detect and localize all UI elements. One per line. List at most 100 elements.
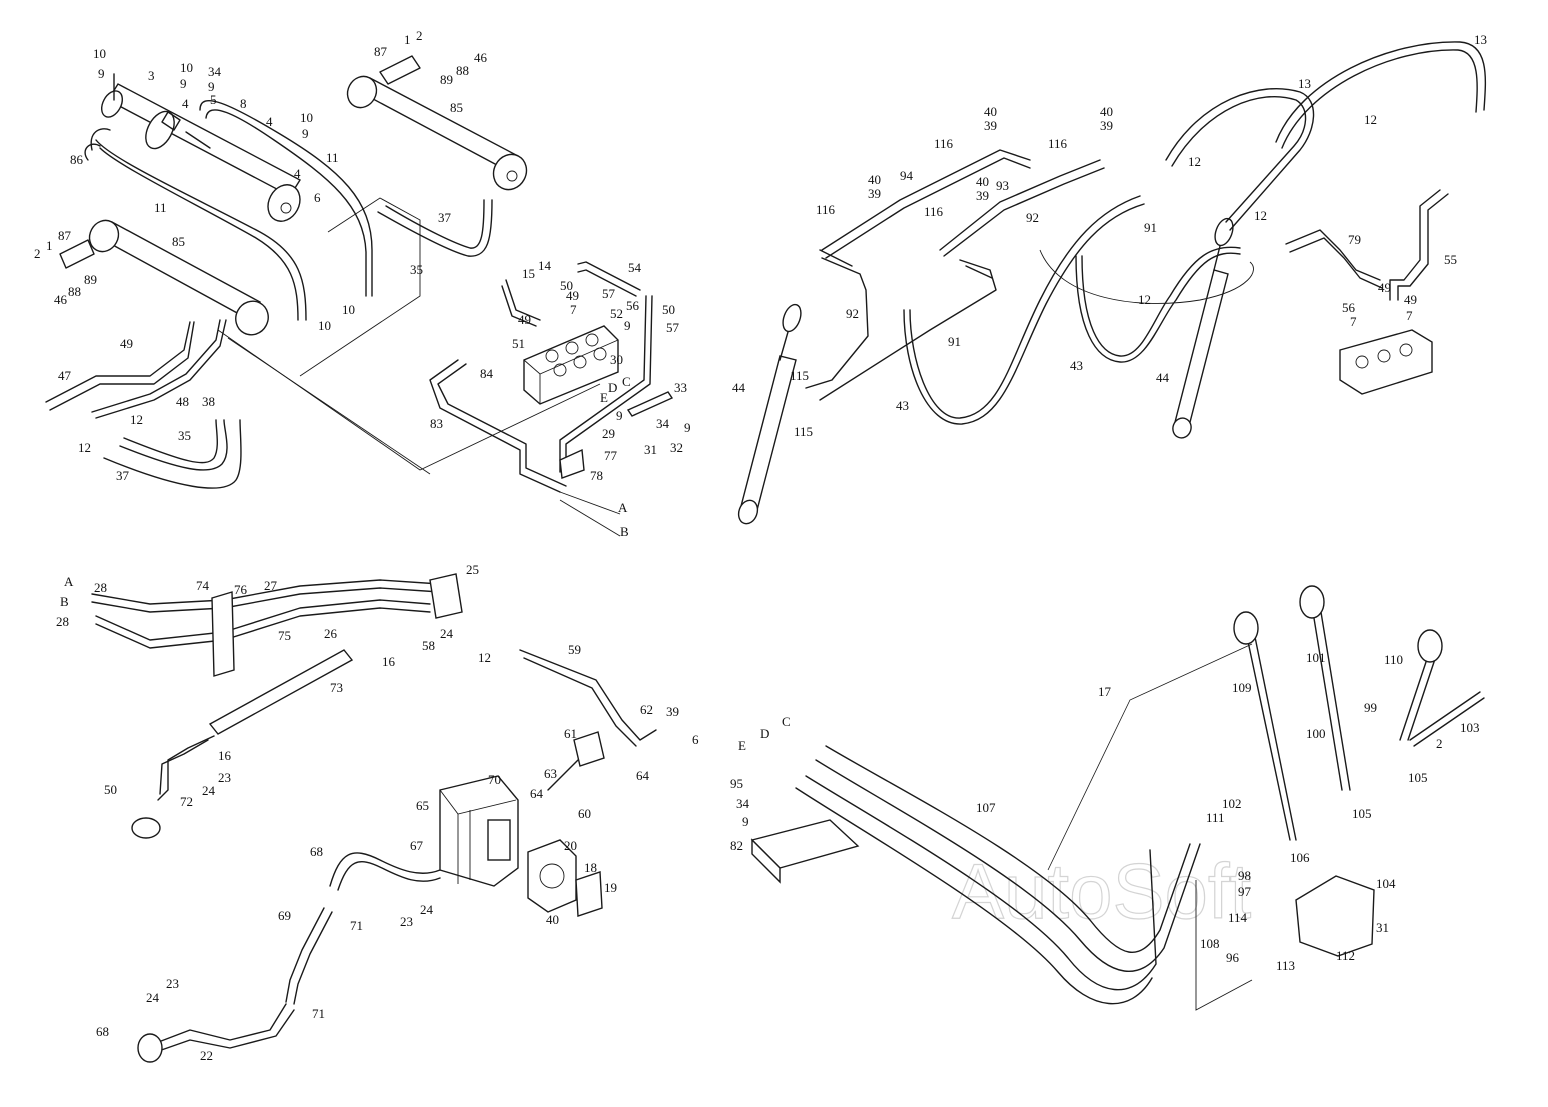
bottom-left-pump-assembly — [91, 573, 657, 1063]
part-label: 27 — [264, 578, 278, 593]
part-label: C — [782, 714, 791, 729]
part-label: 100 — [1306, 726, 1326, 741]
part-label: 79 — [1348, 232, 1361, 247]
part-label: 34 — [208, 64, 222, 79]
part-label: 7 — [570, 302, 577, 317]
part-label: 50 — [560, 278, 573, 293]
part-label: 54 — [628, 260, 642, 275]
part-label: 62 — [640, 702, 653, 717]
part-label: 12 — [78, 440, 91, 455]
part-label: 51 — [512, 336, 525, 351]
part-label: 9 — [180, 76, 187, 91]
part-label: 39 — [976, 188, 989, 203]
part-label: 98 — [1238, 868, 1251, 883]
part-label: 93 — [996, 178, 1009, 193]
part-label: 24 — [202, 783, 216, 798]
part-label: 114 — [1228, 910, 1248, 925]
part-label: 88 — [456, 63, 469, 78]
part-label: 39 — [984, 118, 997, 133]
part-label: 91 — [948, 334, 961, 349]
part-label: 23 — [218, 770, 231, 785]
part-label: 9 — [98, 66, 105, 81]
part-label: 29 — [602, 426, 615, 441]
part-label: 46 — [474, 50, 488, 65]
part-label: 9 — [684, 420, 691, 435]
part-label: 102 — [1222, 796, 1242, 811]
part-label: 77 — [604, 448, 618, 463]
part-label: 49 — [518, 312, 531, 327]
part-label: E — [600, 390, 608, 405]
part-label: 6 — [692, 732, 699, 747]
part-label: 24 — [440, 626, 454, 641]
part-label: 87 — [374, 44, 388, 59]
part-label: 16 — [218, 748, 232, 763]
part-label: 13 — [1474, 32, 1487, 47]
part-label: 59 — [568, 642, 581, 657]
part-label: 52 — [610, 306, 623, 321]
part-label: 10 — [93, 46, 106, 61]
part-label: 31 — [644, 442, 657, 457]
part-label: 68 — [310, 844, 323, 859]
part-label: 40 — [868, 172, 881, 187]
part-label: 116 — [816, 202, 836, 217]
part-label: 4 — [294, 166, 301, 181]
part-label: 22 — [200, 1048, 213, 1063]
part-label: 95 — [730, 776, 743, 791]
part-label: 99 — [1364, 700, 1377, 715]
part-label: 3 — [148, 68, 155, 83]
part-label: 1 — [404, 32, 411, 47]
part-label: B — [60, 594, 69, 609]
part-label: 94 — [900, 168, 914, 183]
part-label: 50 — [662, 302, 675, 317]
part-label: 1 — [46, 238, 53, 253]
part-label: 49 — [566, 288, 579, 303]
part-label: 38 — [202, 394, 215, 409]
part-label: 37 — [116, 468, 130, 483]
part-label: 24 — [146, 990, 160, 1005]
part-label: 2 — [34, 246, 41, 261]
part-label: 7 — [1406, 308, 1413, 323]
watermark: AutoSoft — [952, 847, 1252, 935]
part-label: 83 — [430, 416, 443, 431]
part-label: 112 — [1336, 948, 1355, 963]
part-label: 61 — [564, 726, 577, 741]
part-label: 43 — [896, 398, 909, 413]
part-label: 97 — [1238, 884, 1252, 899]
part-label: E — [738, 738, 746, 753]
part-label: 72 — [180, 794, 193, 809]
part-label: 57 — [602, 286, 616, 301]
part-label: 110 — [1384, 652, 1403, 667]
part-label: 67 — [410, 838, 424, 853]
part-label: 113 — [1276, 958, 1295, 973]
part-label: 31 — [1376, 920, 1389, 935]
part-label: 10 — [300, 110, 313, 125]
part-label: B — [620, 524, 629, 539]
part-label: 47 — [58, 368, 72, 383]
part-label: 115 — [790, 368, 809, 383]
part-label: 12 — [1254, 208, 1267, 223]
part-label: 35 — [178, 428, 191, 443]
part-label: 13 — [1298, 76, 1311, 91]
part-label: 71 — [350, 918, 363, 933]
part-label: 24 — [420, 902, 434, 917]
part-label: 40 — [1100, 104, 1113, 119]
part-label: 89 — [440, 72, 453, 87]
top-center-cylinder-assembly — [299, 55, 528, 377]
part-label: 10 — [318, 318, 331, 333]
part-label: 40 — [976, 174, 989, 189]
part-label: D — [608, 380, 617, 395]
part-label: 6 — [314, 190, 321, 205]
part-label: 69 — [278, 908, 291, 923]
part-label: 28 — [56, 614, 69, 629]
part-label: 107 — [976, 800, 996, 815]
part-label: 34 — [736, 796, 750, 811]
part-label: 12 — [478, 650, 491, 665]
part-label: 9 — [208, 79, 215, 94]
part-label: 92 — [846, 306, 859, 321]
part-label: 58 — [422, 638, 435, 653]
part-label: 12 — [1138, 292, 1151, 307]
part-label: 44 — [732, 380, 746, 395]
